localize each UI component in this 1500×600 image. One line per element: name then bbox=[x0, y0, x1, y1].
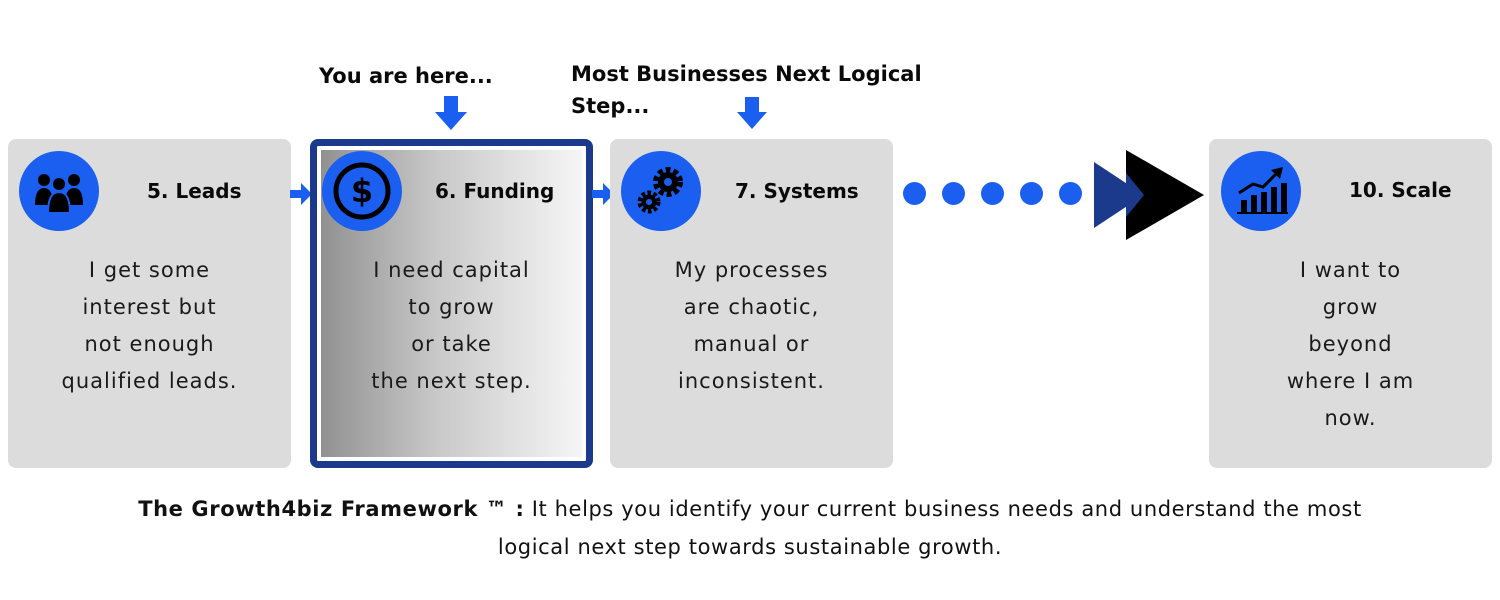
svg-text:$: $ bbox=[351, 172, 373, 210]
people-group-icon bbox=[19, 151, 99, 231]
caption-line-1: The Growth4biz Framework ™ : It helps yo… bbox=[0, 490, 1500, 528]
progress-dot bbox=[942, 182, 965, 205]
step-title: 7. Systems bbox=[735, 179, 859, 203]
next-step-label: Most Businesses Next Logical Step... bbox=[571, 58, 922, 122]
caption-line-2: logical next step towards sustainable gr… bbox=[497, 535, 1003, 559]
down-arrow-icon bbox=[737, 97, 767, 129]
right-arrow-icon bbox=[290, 183, 312, 205]
progress-dot bbox=[1020, 182, 1043, 205]
dollar-coin-icon: $ bbox=[322, 151, 402, 231]
step-card-funding: $ 6. Funding I need capital to grow or t… bbox=[310, 139, 593, 468]
right-arrow-icon bbox=[592, 183, 614, 205]
progress-dot bbox=[981, 182, 1004, 205]
step-description: I want to grow beyond where I am now. bbox=[1286, 258, 1415, 430]
step-description: My processes are chaotic, manual or inco… bbox=[674, 258, 829, 393]
caption-framework-name: The Growth4biz Framework ™ : bbox=[138, 497, 525, 521]
caption-text: It helps you identify your current busin… bbox=[531, 497, 1362, 521]
step-card-leads: 5. Leads I get some interest but not eno… bbox=[8, 139, 291, 468]
down-arrow-icon bbox=[435, 96, 467, 130]
step-title: 6. Funding bbox=[435, 179, 555, 203]
step-title: 5. Leads bbox=[147, 179, 242, 203]
step-card-scale: 10. Scale I want to grow beyond where I … bbox=[1209, 139, 1492, 468]
progress-dot bbox=[1059, 182, 1082, 205]
step-description: I get some interest but not enough quali… bbox=[61, 258, 238, 393]
gears-icon bbox=[621, 151, 701, 231]
progress-dot bbox=[903, 182, 926, 205]
growth-chart-icon bbox=[1221, 151, 1301, 231]
next-step-line1: Most Businesses Next Logical bbox=[571, 62, 922, 86]
next-step-line2: Step... bbox=[571, 94, 650, 118]
step-description: I need capital to grow or take the next … bbox=[371, 258, 532, 393]
step-title: 10. Scale bbox=[1349, 178, 1452, 202]
step-card-systems: 7. Systems My processes are chaotic, man… bbox=[610, 139, 893, 468]
you-are-here-label: You are here... bbox=[319, 64, 493, 88]
framework-caption: The Growth4biz Framework ™ : It helps yo… bbox=[0, 490, 1500, 566]
fast-forward-icon bbox=[1094, 150, 1204, 240]
